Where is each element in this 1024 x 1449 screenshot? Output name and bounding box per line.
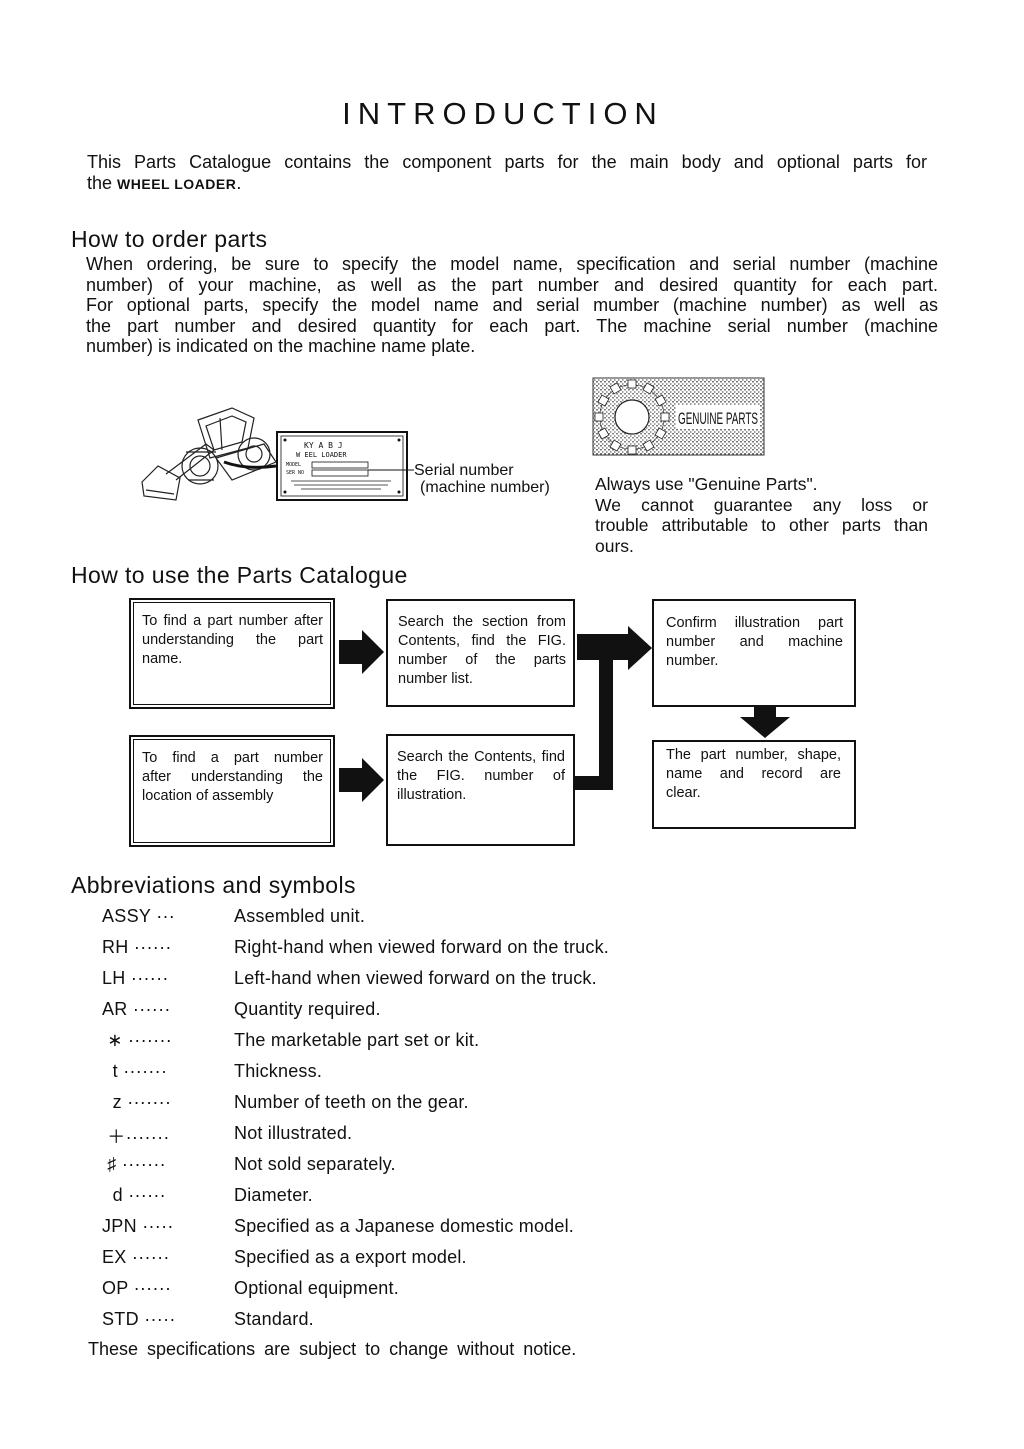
abbr-desc: Number of teeth on the gear. (234, 1092, 469, 1112)
box-line: number list. (398, 671, 473, 687)
flow-box-search-contents-text: Search the Contents, find the FIG. numbe… (397, 748, 565, 805)
box-line: number. (666, 653, 719, 669)
order-paragraph: When ordering, be sure to specify the mo… (86, 254, 938, 357)
order-line: number) is indicated on the machine name… (86, 336, 476, 357)
box-line: Contents, find the FIG. (398, 633, 566, 649)
abbr-key: ASSY ··· (102, 906, 176, 926)
wheel-loader-illustration: KY A B J W EEL LOADER MODEL SER NO (141, 407, 414, 501)
flow-box-find-by-location-text: To find a part number after understandin… (142, 749, 323, 806)
flow-box-search-contents (386, 734, 575, 846)
box-line: the FIG. number of (397, 768, 565, 784)
box-line: Search the section from (398, 614, 566, 630)
abbr-heading: Abbreviations and symbols (71, 872, 356, 898)
abbr-desc: Right-hand when viewed forward on the tr… (234, 937, 609, 957)
arrow-down-icon (740, 707, 790, 738)
name-plate: KY A B J W EEL LOADER MODEL SER NO (276, 431, 414, 501)
abbr-desc: Diameter. (234, 1185, 313, 1205)
serial-label-2: (machine number) (420, 479, 550, 496)
box-line: number of the parts (398, 652, 566, 668)
order-heading: How to order parts (71, 226, 268, 252)
abbr-key: d ······ (102, 1185, 166, 1205)
abbr-desc: Thickness. (234, 1061, 323, 1081)
box-line: number and machine (666, 634, 843, 650)
intro-prefix: the (87, 173, 113, 193)
genuine-parts-logo: GENUINE PARTS (592, 377, 765, 456)
genuine-line: We cannot guarantee any loss or (595, 494, 928, 515)
order-line: When ordering, be sure to specify the mo… (86, 254, 938, 274)
abbr-key: LH ······ (102, 968, 169, 988)
abbr-key: ＋······· (102, 1127, 170, 1147)
abbr-desc: The marketable part set or kit. (234, 1030, 480, 1050)
abbr-desc: Specified as a Japanese domestic model. (234, 1216, 574, 1236)
box-line: The part number, shape, (666, 747, 841, 763)
footer-note: These specifications are subject to chan… (88, 1339, 577, 1359)
flow-box-confirm-text: Confirm illustration part number and mac… (666, 614, 843, 671)
abbr-key: AR ······ (102, 999, 171, 1019)
abbr-desc: Specified as a export model. (234, 1247, 467, 1267)
abbr-key: z ······· (102, 1092, 172, 1112)
order-line: For optional parts, specify the model na… (86, 295, 938, 316)
genuine-parts-label: GENUINE PARTS (678, 409, 758, 428)
abbr-key: ∗ ······· (102, 1030, 173, 1050)
flow-box-result (652, 740, 856, 829)
box-line: To find a part number after (142, 613, 323, 629)
abbr-key: t ······· (102, 1061, 168, 1081)
plate-line: W EEL LOADER (296, 451, 347, 459)
product-name: WHEEL LOADER (117, 176, 237, 192)
order-line: number) of your machine, as well as the … (86, 274, 938, 295)
plate-line: KY A B J (304, 441, 343, 450)
abbr-key: EX ······ (102, 1247, 170, 1267)
abbr-desc: Not sold separately. (234, 1154, 396, 1174)
box-line: name. (142, 651, 183, 667)
abbr-key: OP ······ (102, 1278, 172, 1298)
flow-box-find-by-location (129, 735, 335, 847)
abbr-key: STD ····· (102, 1309, 176, 1329)
box-line: name and record are (666, 766, 841, 782)
box-line: To find a part number (142, 750, 323, 766)
page-title: INTRODUCTION (342, 96, 664, 131)
flow-box-result-text: The part number, shape, name and record … (666, 746, 841, 803)
connector-arrow-icon (575, 626, 652, 790)
abbr-desc: Assembled unit. (234, 906, 366, 926)
box-line: illustration. (397, 787, 467, 803)
genuine-parts-note: Always use "Genuine Parts". We cannot gu… (595, 474, 928, 556)
plate-line: MODEL (286, 462, 301, 468)
arrow-right-icon (339, 758, 384, 802)
abbr-desc: Quantity required. (234, 999, 381, 1019)
box-line: location of assembly (142, 788, 274, 804)
abbr-desc: Optional equipment. (234, 1278, 399, 1298)
abbr-key: ♯ ······· (102, 1154, 166, 1174)
flow-box-find-by-name (129, 598, 335, 709)
box-line: Confirm illustration part (666, 615, 843, 631)
flow-box-search-section (386, 599, 575, 707)
use-heading: How to use the Parts Catalogue (71, 562, 408, 588)
box-line: after understanding the (142, 769, 323, 785)
genuine-line: ours. (595, 535, 634, 556)
flow-box-confirm (652, 599, 856, 707)
abbr-list: ASSY ··· Assembled unit. RH ······ Right-h… (0, 906, 1024, 1336)
flow-box-find-by-name-text: To find a part number after understandin… (142, 612, 323, 669)
intro-suffix: . (236, 173, 242, 193)
plate-line: SER NO (286, 470, 304, 476)
abbr-key: JPN ····· (102, 1216, 174, 1236)
box-line: understanding the part (142, 632, 323, 648)
abbr-desc: Left-hand when viewed forward on the tru… (234, 968, 597, 988)
order-line: the part number and desired quantity for… (86, 315, 938, 336)
genuine-line: Always use "Genuine Parts". (595, 474, 818, 494)
genuine-line: trouble attributable to other parts than (595, 515, 928, 536)
serial-label-1: Serial number (414, 462, 514, 479)
abbr-key: RH ······ (102, 937, 172, 957)
box-line: clear. (666, 785, 701, 801)
intro-line-2: the WHEEL LOADER. (87, 173, 241, 195)
flow-box-search-section-text: Search the section from Contents, find t… (398, 613, 566, 689)
flowchart-arrows (339, 626, 790, 802)
box-line: Search the Contents, find (397, 749, 565, 765)
intro-line-1: This Parts Catalogue contains the compon… (87, 152, 927, 172)
abbr-desc: Not illustrated. (234, 1123, 353, 1143)
abbr-desc: Standard. (234, 1309, 314, 1329)
arrow-right-icon (339, 630, 384, 674)
